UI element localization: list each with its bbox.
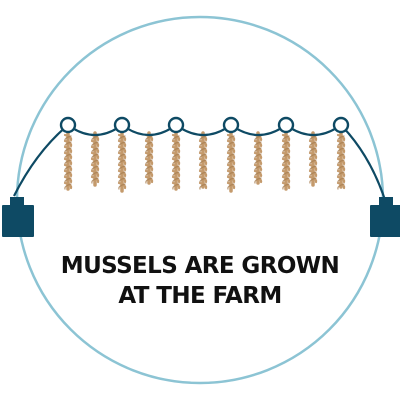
mussel-rope-icon	[226, 131, 236, 193]
mussel-rope-icon	[336, 131, 346, 190]
anchor-block-handle-icon	[10, 197, 24, 207]
mussel-rope-icon	[198, 131, 208, 190]
buoy-icon	[277, 116, 295, 134]
anchor-block-icon	[2, 205, 34, 237]
buoy-icon	[113, 116, 131, 134]
buoy-icon	[59, 116, 77, 134]
mussel-rope-icon	[90, 131, 100, 187]
mussel-rope-icon	[253, 131, 263, 185]
buoy-icon	[167, 116, 185, 134]
anchor-block-icon	[370, 205, 400, 237]
anchor-line-left	[13, 124, 69, 197]
anchor-line-right	[340, 124, 387, 201]
anchor-block-handle-icon	[379, 197, 393, 207]
mussel-rope-icon	[171, 131, 181, 191]
frame-circle	[15, 15, 385, 385]
buoy-icon	[222, 116, 240, 134]
caption-line-2: AT THE FARM	[118, 283, 282, 309]
mussel-rope-icon	[144, 131, 154, 185]
caption-line-1: MUSSELS ARE GROWN	[60, 253, 340, 279]
mussel-rope-icon	[63, 131, 73, 191]
mussel-ropes-group	[63, 131, 346, 193]
mussel-rope-icon	[281, 131, 291, 191]
buoy-icon	[332, 116, 350, 134]
longline-group	[2, 116, 400, 237]
mussel-rope-icon	[117, 131, 127, 193]
mussel-rope-icon	[308, 131, 318, 187]
